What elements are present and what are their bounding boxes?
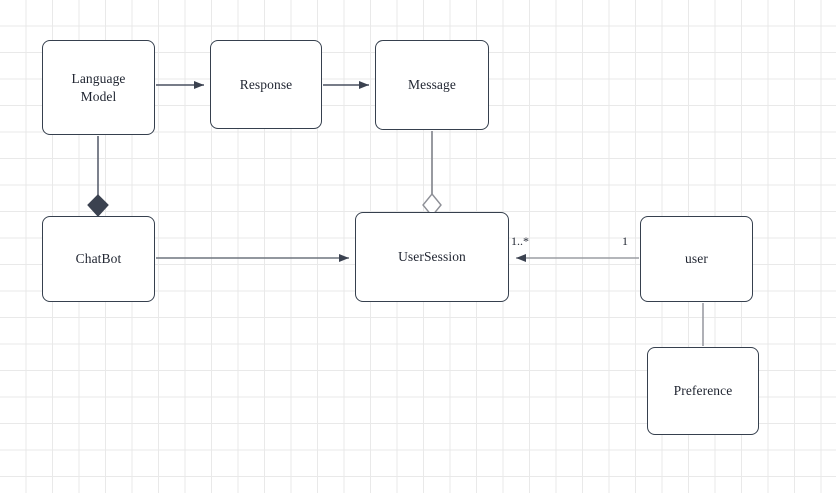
node-label-usersession: UserSession [398,249,466,265]
node-label-message: Message [408,77,456,93]
edge-label-multiplicity-one: 1 [622,234,628,248]
edge-language-model-to-chatbot [87,136,109,217]
composition-filled-diamond [87,194,109,217]
node-response[interactable]: Response [210,40,322,129]
node-label-response: Response [239,76,293,92]
edge-label-multiplicity-many: 1..* [511,234,529,248]
edge-message-to-usersession [422,131,442,218]
node-label-preference: Preference [673,383,733,399]
node-label-chatbot: ChatBot [75,251,122,267]
node-message[interactable]: Message [375,40,489,130]
node-language-model[interactable]: Language Model [42,40,155,135]
node-label-language-model: Language Model [71,70,126,104]
node-usersession[interactable]: UserSession [355,212,509,302]
node-preference[interactable]: Preference [647,347,759,435]
node-user[interactable]: user [640,216,753,302]
node-label-user: user [685,251,708,267]
node-chatbot[interactable]: ChatBot [42,216,155,302]
